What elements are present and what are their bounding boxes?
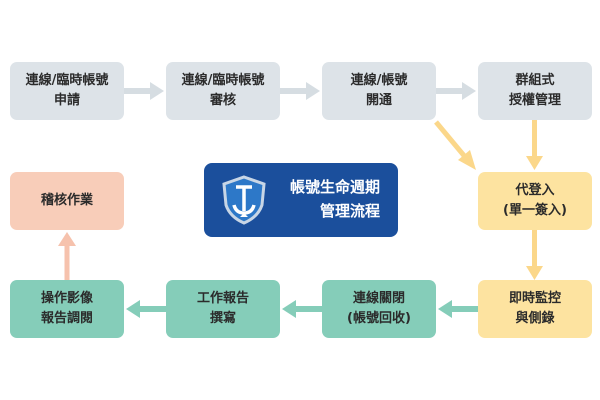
step-label: 與側錄 xyxy=(515,311,555,326)
step-audit: 稽核作業 xyxy=(10,172,124,230)
step-connection-close: 連線關閉 (帳號回收) xyxy=(322,280,436,338)
step-label: 連線/臨時帳號 xyxy=(181,73,265,88)
step-label: 開通 xyxy=(365,93,392,108)
title-badge: 帳號生命週期管理流程 xyxy=(204,163,398,237)
step-work-report: 工作報告撰寫 xyxy=(166,280,280,338)
step-label: 代登入 xyxy=(515,183,555,198)
step-connection-request: 連線/臨時帳號申請 xyxy=(10,62,124,120)
step-monitoring: 即時監控與側錄 xyxy=(478,280,592,338)
step-proxy-login: 代登入 (單一簽入) xyxy=(478,172,592,230)
step-group-authorization: 群組式授權管理 xyxy=(478,62,592,120)
step-label: 工作報告 xyxy=(196,291,249,306)
yellow-arrows xyxy=(434,120,543,280)
step-label: 申請 xyxy=(53,93,80,108)
step-connection-review: 連線/臨時帳號審核 xyxy=(166,62,280,120)
step-label: 群組式 xyxy=(515,73,555,88)
step-label: 連線/臨時帳號 xyxy=(25,73,109,88)
step-video-review: 操作影像報告調閱 xyxy=(10,280,124,338)
gray-arrows xyxy=(124,82,476,100)
step-label: 操作影像 xyxy=(40,291,93,306)
step-label: 稽核作業 xyxy=(40,193,93,208)
step-label: 即時監控 xyxy=(508,291,561,306)
badge-title-line2: 管理流程 xyxy=(319,202,380,220)
shield-anchor-icon xyxy=(222,175,266,225)
step-label: 審核 xyxy=(209,93,236,108)
step-label: (帳號回收) xyxy=(347,311,411,326)
step-label: (單一簽入) xyxy=(503,203,567,218)
step-label: 授權管理 xyxy=(508,93,561,108)
step-label: 連線關閉 xyxy=(352,291,405,306)
pink-arrow xyxy=(58,232,76,280)
badge-title-line1: 帳號生命週期 xyxy=(289,178,380,196)
green-arrows xyxy=(126,300,478,318)
step-label: 撰寫 xyxy=(209,311,236,326)
step-label: 報告調閱 xyxy=(40,311,93,326)
step-account-activation: 連線/帳號開通 xyxy=(322,62,436,120)
step-label: 連線/帳號 xyxy=(350,73,408,88)
